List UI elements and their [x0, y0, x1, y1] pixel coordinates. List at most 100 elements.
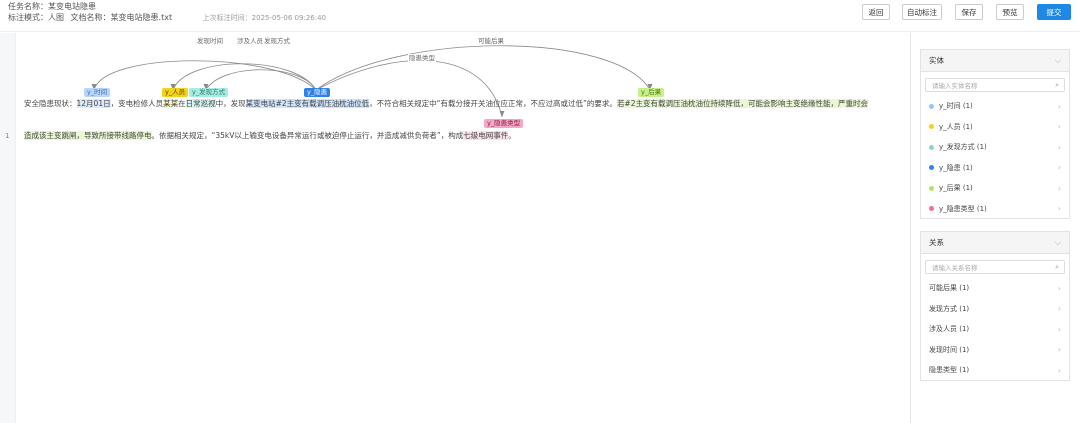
entity-color-dot	[929, 206, 934, 212]
chevron-right-icon: ›	[1057, 365, 1061, 375]
text-segment: ，不符合相关规定中“有载分接开关油位应正常，不应过高或过低”的要求。	[369, 99, 617, 108]
relation-item-label: 发现方式 (1)	[929, 304, 970, 313]
arc-discovery-method	[205, 69, 317, 91]
entity-tag-time[interactable]: y_时间	[84, 88, 111, 97]
submit-button[interactable]: 提交	[1037, 4, 1071, 20]
chevron-right-icon: ›	[1057, 345, 1061, 355]
entity-item-label: y_隐患 (1)	[939, 163, 973, 172]
search-icon[interactable]: ⌕	[1055, 262, 1059, 271]
text-segment: 。	[508, 131, 516, 140]
arrow-person-involved	[170, 84, 176, 90]
search-icon[interactable]: ⌕	[1055, 80, 1059, 89]
entity-item-label: y_后果 (1)	[939, 184, 973, 193]
task-label: 任务名称：	[8, 2, 48, 11]
relation-list: 可能后果 (1)›发现方式 (1)›涉及人员 (1)›发现时间 (1)›隐患类型…	[921, 278, 1069, 381]
chevron-right-icon: ›	[1057, 142, 1061, 152]
entity-panel-header[interactable]: 实体 ⌵	[921, 50, 1069, 72]
chevron-right-icon: ›	[1057, 101, 1061, 111]
entity-item-left: y_发现方式 (1)	[929, 142, 987, 152]
chevron-right-icon: ›	[1057, 324, 1061, 334]
entity-span-find-method[interactable]: 日常巡视	[185, 99, 216, 108]
arc-possible-result	[315, 45, 651, 91]
entity-color-dot	[929, 103, 934, 109]
relation-label-hazard-type[interactable]: 隐患类型	[408, 54, 436, 62]
entity-panel: 实体 ⌵ 请输入实体名称 ⌕ y_时间 (1)›y_人员 (1)›y_发现方式 …	[920, 49, 1070, 219]
doc-name: 某变电站隐患.txt	[110, 13, 173, 22]
entity-list-item[interactable]: y_发现方式 (1) ›	[921, 137, 1069, 158]
annotation-editor[interactable]: 发现时间 涉及人员 发现方式 可能后果 隐患类型 y_时间 y_人员 y_发现方…	[16, 33, 908, 423]
entity-list-item[interactable]: y_隐患 (1) ›	[921, 158, 1069, 179]
chevron-right-icon: ›	[1057, 283, 1061, 293]
entity-item-left: y_隐患类型 (1)	[929, 204, 987, 214]
arrow-possible-result	[647, 84, 653, 90]
entity-span-result-cont[interactable]: 造成该主变跳闸，导致所接带线路停电	[24, 131, 152, 140]
auto-annotate-button[interactable]: 自动标注	[902, 4, 942, 20]
relation-label-discovery-time[interactable]: 发现时间	[196, 37, 224, 45]
entity-color-dot	[929, 165, 934, 171]
entity-item-left: y_隐患 (1)	[929, 163, 973, 173]
relation-list-item[interactable]: 隐患类型 (1) ›	[921, 360, 1069, 381]
entity-item-left: y_人员 (1)	[929, 122, 973, 132]
entity-item-label: y_发现方式 (1)	[939, 143, 987, 152]
entity-tag-person[interactable]: y_人员	[162, 88, 189, 97]
entity-span-hazard-type[interactable]: 七级电网事件	[463, 131, 509, 140]
entity-span-hazard[interactable]: 某变电站#2主变有载调压油枕油位低	[245, 99, 370, 108]
task-name: 某变电站隐患	[48, 2, 96, 11]
sidebar-divider	[910, 33, 911, 423]
text-segment: ，变电检修人员	[110, 99, 164, 108]
mode-value: 人图	[48, 13, 64, 22]
chevron-down-icon[interactable]: ⌵	[1054, 237, 1061, 247]
text-segment: 。依据相关规定，“35kV以上输变电设备异常运行或被迫停止运行，并造成减供负荷者…	[151, 131, 464, 140]
relation-panel-header[interactable]: 关系 ⌵	[921, 232, 1069, 254]
entity-search-input[interactable]: 请输入实体名称 ⌕	[925, 78, 1065, 92]
entity-item-left: y_后果 (1)	[929, 183, 973, 193]
text-segment: 在	[178, 99, 186, 108]
entity-color-dot	[929, 124, 934, 130]
arrow-discovery-time	[91, 84, 97, 90]
relation-item-label: 发现时间 (1)	[929, 345, 970, 354]
relation-label-method[interactable]: 发现方式	[263, 37, 291, 45]
entity-item-label: y_人员 (1)	[939, 122, 973, 131]
relation-label-result[interactable]: 可能后果	[477, 37, 505, 45]
relation-arcs	[91, 45, 653, 118]
entity-search-placeholder: 请输入实体名称	[932, 82, 978, 90]
entity-tag-hazard[interactable]: y_隐患	[304, 88, 331, 97]
preview-button[interactable]: 预览	[996, 4, 1024, 20]
entity-list-item[interactable]: y_人员 (1)›	[921, 117, 1069, 138]
relation-item-label: 涉及人员 (1)	[929, 325, 970, 334]
relation-list-item[interactable]: 发现时间 (1) ›	[921, 340, 1069, 361]
text-line-1[interactable]: 安全隐患现状：12月01日，变电检修人员某某在日常巡视中，发现某变电站#2主变有…	[24, 99, 868, 109]
last-annotated-time: 上次标注时间：2025-05-06 09:26:40	[202, 14, 327, 22]
header-bar: 任务名称：某变电站隐患 标注模式：人图 文档名称：某变电站隐患.txt 上次标注…	[0, 0, 1080, 32]
chevron-right-icon: ›	[1057, 163, 1061, 173]
entity-span-person[interactable]: 某某	[163, 99, 179, 108]
doc-info-line: 标注模式：人图 文档名称：某变电站隐患.txt 上次标注时间：2025-05-0…	[8, 12, 330, 23]
text-line-2[interactable]: 造成该主变跳闸，导致所接带线路停电。依据相关规定，“35kV以上输变电设备异常运…	[24, 131, 516, 141]
relation-list-item[interactable]: 涉及人员 (1) ›	[921, 319, 1069, 340]
save-button[interactable]: 保存	[955, 4, 983, 20]
entity-span-result[interactable]: 若#2主变有载调压油枕油位持续降低，可能会影响主变绝缘性能，严重时会	[616, 99, 868, 108]
mode-label: 标注模式：	[8, 13, 48, 22]
chevron-right-icon: ›	[1057, 183, 1061, 193]
chevron-right-icon: ›	[1057, 204, 1061, 214]
entity-item-label: y_隐患类型 (1)	[939, 204, 987, 213]
relation-search-input[interactable]: 请输入关系名称 ⌕	[925, 260, 1065, 274]
entity-list-item[interactable]: y_时间 (1) ›	[921, 96, 1069, 117]
entity-item-left: y_时间 (1)	[929, 101, 973, 111]
entity-list-item[interactable]: y_隐患类型 (1) ›	[921, 199, 1069, 220]
relation-list-item[interactable]: 可能后果 (1)›	[921, 278, 1069, 299]
entity-tag-hazard-type[interactable]: y_隐患类型	[484, 119, 524, 128]
chevron-down-icon[interactable]: ⌵	[1054, 55, 1061, 65]
entity-span-time[interactable]: 12月01日	[76, 99, 111, 108]
line-number-gutter: 1	[0, 33, 16, 423]
relation-label-person[interactable]: 涉及人员	[236, 37, 264, 45]
relation-list-item[interactable]: 发现方式 (1)›	[921, 299, 1069, 320]
relation-search-placeholder: 请输入关系名称	[932, 264, 978, 272]
arrow-hazard-type	[499, 111, 505, 117]
relation-item-label: 隐患类型 (1)	[929, 366, 970, 375]
back-button[interactable]: 返回	[862, 4, 890, 20]
arc-discovery-time	[93, 60, 317, 91]
entity-list-item[interactable]: y_后果 (1) ›	[921, 178, 1069, 199]
entity-tag-result[interactable]: y_后果	[638, 88, 665, 97]
entity-tag-find-method[interactable]: y_发现方式	[189, 88, 229, 97]
